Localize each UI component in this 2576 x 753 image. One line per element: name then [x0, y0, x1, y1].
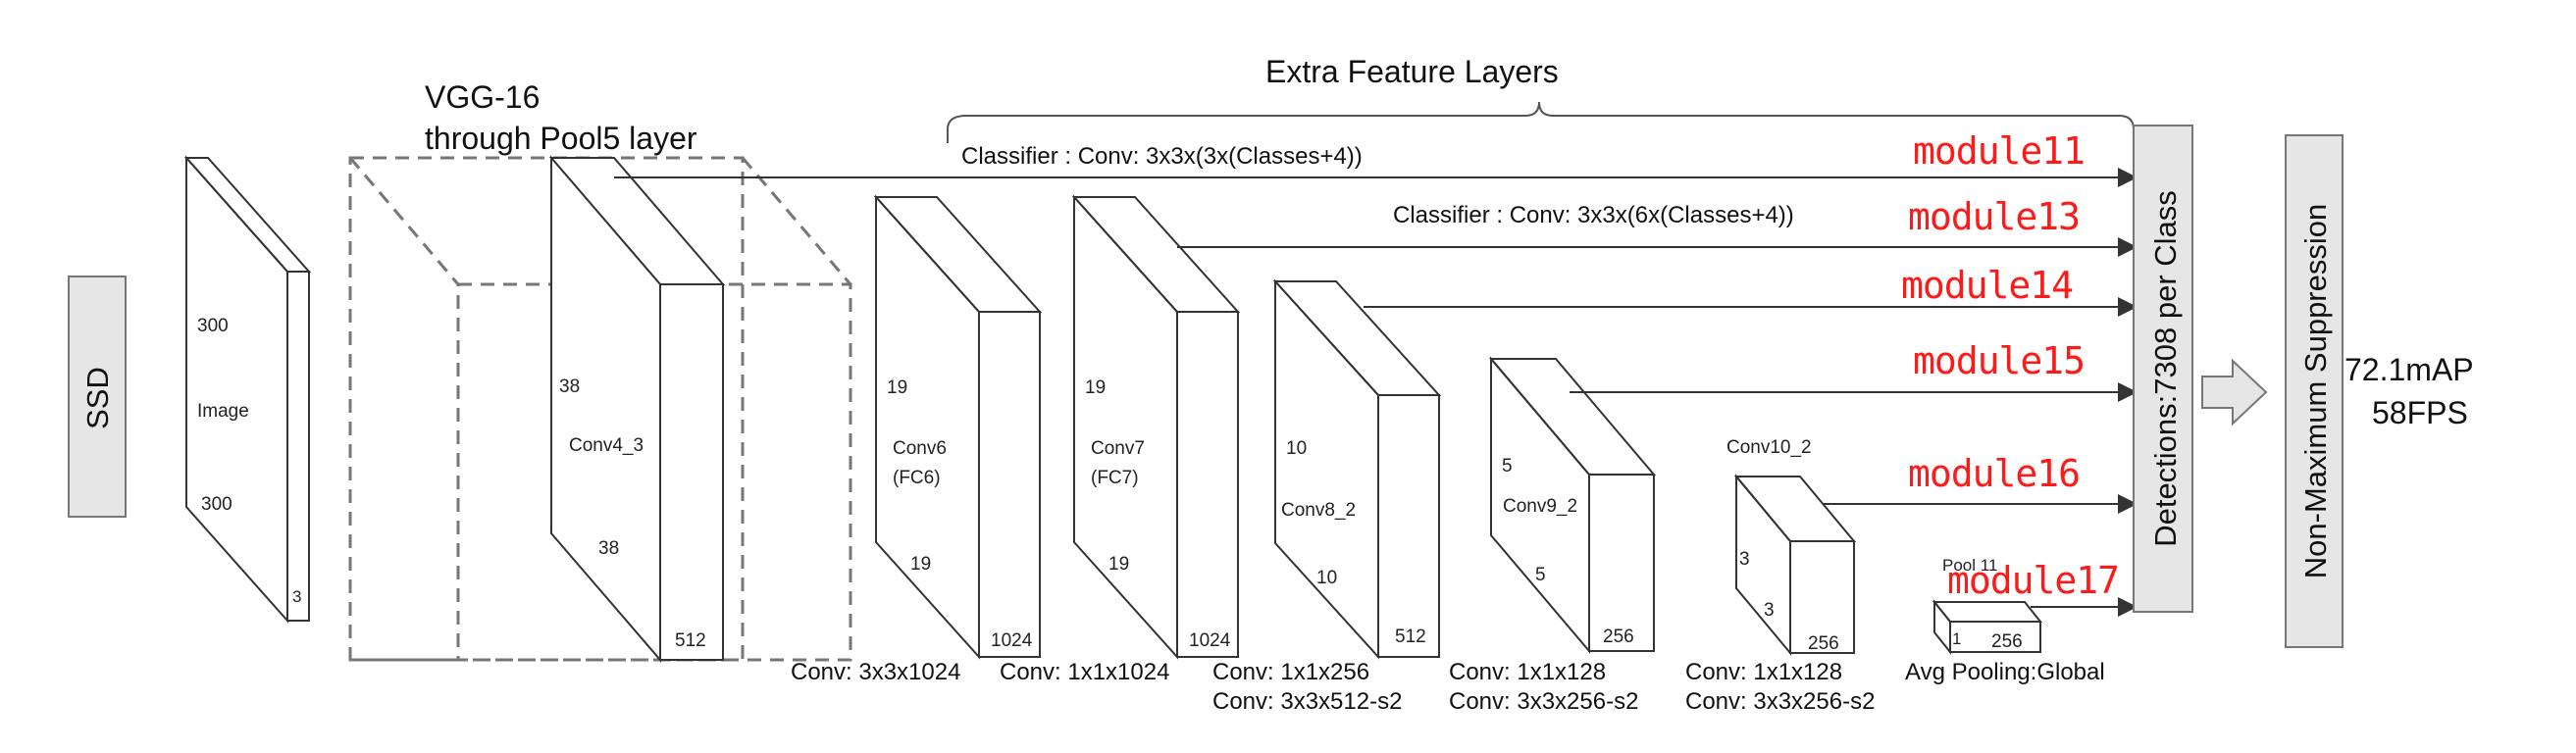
- conv7-depth: 1024: [1189, 630, 1231, 651]
- vgg-dashed-cube: [348, 156, 852, 662]
- classifier-label-1: Classifier : Conv: 3x3x(3x(Classes+4)): [961, 143, 1363, 170]
- image-name: Image: [197, 401, 249, 422]
- result-fps: 58FPS: [2372, 395, 2468, 430]
- conv7-name2: (FC7): [1091, 468, 1139, 488]
- conv9-depth: 256: [1603, 627, 1634, 647]
- conv8-bottom-dim: 10: [1316, 568, 1337, 588]
- ssd-box: SSD: [68, 276, 127, 518]
- conv7-block: [1071, 194, 1241, 660]
- module-label-17: module17: [1947, 559, 2119, 602]
- conv8-name: Conv8_2: [1281, 500, 1356, 521]
- detections-label: Detections:7308 per Class: [2148, 190, 2183, 547]
- conv6-depth: 1024: [991, 630, 1033, 651]
- pool11-depth: 256: [1991, 631, 2023, 652]
- conv9-bottom-dim: 5: [1535, 565, 1546, 585]
- image-block: [183, 155, 312, 624]
- conv8-block: [1272, 278, 1442, 660]
- module-label-13: module13: [1908, 195, 2080, 238]
- conv9-side-dim: 5: [1502, 456, 1513, 477]
- ssd-label: SSD: [80, 367, 115, 429]
- conv10-name: Conv10_2: [1726, 437, 1812, 458]
- caption-conv9-a: Conv: 1x1x128: [1449, 659, 1606, 685]
- conv7-bottom-dim: 19: [1108, 554, 1129, 575]
- caption-conv6: Conv: 3x3x1024: [791, 659, 960, 685]
- conv9-block: [1488, 356, 1657, 654]
- caption-conv7: Conv: 1x1x1024: [1000, 659, 1169, 685]
- nms-block-arrow: [2201, 358, 2268, 427]
- caption-conv10-b: Conv: 3x3x256-s2: [1685, 688, 1875, 715]
- vgg-title: VGG-16: [425, 79, 540, 115]
- caption-conv8-a: Conv: 1x1x256: [1212, 659, 1369, 685]
- caption-conv9-b: Conv: 3x3x256-s2: [1449, 688, 1638, 715]
- caption-conv8-b: Conv: 3x3x512-s2: [1212, 688, 1402, 715]
- caption-conv10-a: Conv: 1x1x128: [1685, 659, 1842, 685]
- extra-feature-brace: [947, 101, 2135, 143]
- pool11-side-dim: 1: [1952, 629, 1961, 648]
- conv4-bottom-dim: 38: [598, 538, 619, 559]
- conv7-name: Conv7: [1091, 438, 1145, 459]
- pool11-block: [1932, 599, 2043, 655]
- caption-pool11: Avg Pooling:Global: [1905, 659, 2105, 685]
- module-label-14: module14: [1901, 264, 2073, 307]
- conv4-block: [548, 155, 726, 663]
- conv6-bottom-dim: 19: [910, 554, 931, 575]
- pool11-name: Pool 11: [1942, 556, 1997, 575]
- feature-arrows: [614, 168, 2138, 617]
- module-label-15: module15: [1913, 339, 2085, 382]
- image-depth: 3: [292, 587, 301, 606]
- detections-box: Detections:7308 per Class: [2133, 125, 2193, 613]
- conv7-side-dim: 19: [1085, 377, 1106, 398]
- conv8-side-dim: 10: [1286, 438, 1307, 459]
- image-top-dim: 300: [197, 316, 229, 336]
- image-bottom-dim: 300: [201, 494, 232, 515]
- conv10-bottom-dim: 3: [1764, 600, 1775, 621]
- conv8-depth: 512: [1395, 627, 1426, 647]
- conv4-side-dim: 38: [559, 376, 580, 397]
- conv10-block: [1733, 474, 1857, 656]
- nms-box: Non-Maximum Suppression: [2285, 134, 2344, 648]
- module-label-11: module11: [1913, 129, 2085, 173]
- conv10-depth: 256: [1808, 633, 1839, 654]
- conv6-name2: (FC6): [893, 468, 941, 488]
- extra-feature-layers-title: Extra Feature Layers: [1265, 54, 1559, 89]
- module-label-16: module16: [1908, 452, 2080, 495]
- conv9-name: Conv9_2: [1503, 496, 1577, 517]
- conv10-side-dim: 3: [1739, 549, 1750, 570]
- nms-label: Non-Maximum Suppression: [2298, 204, 2333, 578]
- result-map: 72.1mAP: [2344, 352, 2474, 387]
- conv6-side-dim: 19: [887, 377, 907, 398]
- vgg-subtitle: through Pool5 layer: [425, 121, 697, 156]
- classifier-label-2: Classifier : Conv: 3x3x(6x(Classes+4)): [1393, 202, 1794, 228]
- conv6-name: Conv6: [893, 438, 947, 459]
- conv4-depth: 512: [675, 630, 706, 651]
- conv4-name: Conv4_3: [569, 435, 644, 456]
- conv6-block: [873, 194, 1043, 660]
